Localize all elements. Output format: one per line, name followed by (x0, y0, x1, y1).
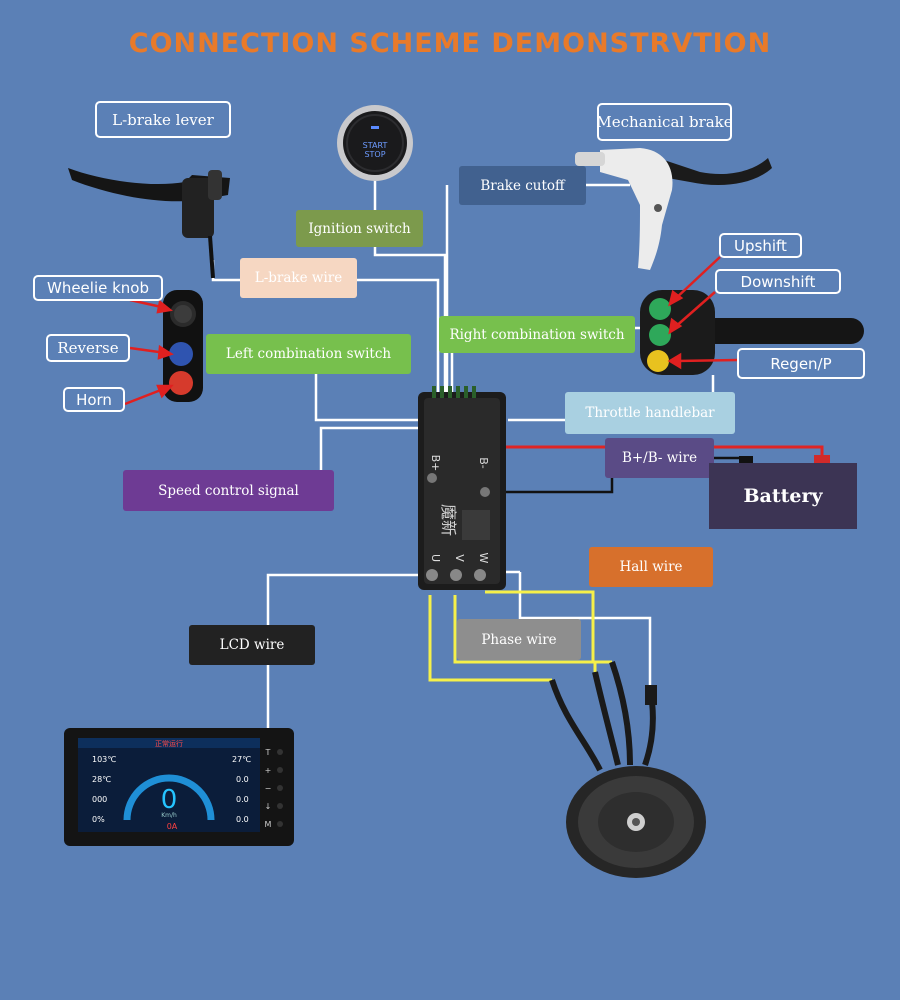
controller-brand: 魔新 (439, 504, 458, 536)
label-upshift: Upshift (719, 233, 802, 258)
lcd-right-value-1: 27℃ (232, 755, 251, 764)
right-switch-image (640, 290, 864, 375)
label-regen: Regen/P (737, 348, 865, 379)
label-bwire: B+/B- wire (605, 438, 714, 478)
controller-w-label: W (477, 553, 490, 564)
label-l-brake-lever: L-brake lever (95, 101, 231, 138)
lcd-button-plus: + (265, 766, 272, 775)
l-brake-lever-image (68, 168, 230, 279)
lcd-wire-line (266, 573, 430, 728)
controller-image: B+ B- U V W 魔新 (418, 386, 506, 590)
label-lcd-wire: LCD wire (189, 625, 315, 665)
lcd-button-down: ↓ (265, 802, 272, 811)
speed-control-wire (319, 426, 420, 470)
label-speed-control-signal: Speed control signal (123, 470, 334, 511)
lcd-header: 正常运行 (155, 739, 183, 748)
label-horn: Horn (63, 387, 125, 412)
label-wheelie-knob: Wheelie knob (33, 275, 163, 301)
label-throttle-handlebar: Throttle handlebar (565, 392, 735, 434)
pointer-arrows (124, 256, 739, 406)
lcd-right-value-2: 0.0 (236, 775, 249, 784)
lcd-button-m: M (265, 820, 272, 829)
left-switch-image (163, 290, 203, 402)
lcd-button-minus: − (265, 784, 272, 793)
hall-wire-line (518, 572, 652, 688)
start-stop-button-image: START STOP (337, 105, 413, 181)
diagram-title: CONNECTION SCHEME DEMONSTRVTION (128, 28, 772, 59)
start-text: START (363, 141, 388, 150)
lcd-right-value-4: 0.0 (236, 815, 249, 824)
controller-bminus-label: B- (477, 457, 490, 469)
lcd-left-value-4: 0% (92, 815, 105, 824)
lcd-speed-unit: Km/h (161, 812, 177, 819)
label-hall-wire: Hall wire (589, 547, 713, 587)
lcd-current: 0A (167, 822, 178, 831)
lcd-left-value-3: 000 (92, 795, 107, 804)
mechanical-brake-image (575, 148, 772, 270)
label-downshift: Downshift (715, 269, 841, 294)
phase-wires (428, 590, 612, 682)
label-right-combination-switch: Right combination switch (439, 316, 635, 353)
lcd-button-t: T (265, 748, 271, 757)
label-phase-wire: Phase wire (457, 619, 581, 660)
label-ignition-switch: Ignition switch (296, 210, 423, 247)
label-mechanical-brake: Mechanical brake (596, 103, 733, 141)
label-reverse: Reverse (46, 334, 130, 362)
hub-motor-image (549, 661, 706, 878)
lcd-speed: 0 (161, 785, 178, 815)
controller-bplus-label: B+ (429, 455, 442, 472)
label-brake-cutoff: Brake cutoff (459, 166, 586, 205)
battery-box: Battery (709, 463, 857, 529)
l-brake-wire-line (357, 278, 440, 400)
label-l-brake-wire: L-brake wire (240, 258, 357, 298)
lcd-display-image: 正常运行 0 Km/h 0A 103℃ 28℃ 000 0% 27℃ 0.0 0… (64, 728, 294, 846)
lcd-left-value-2: 28℃ (92, 775, 111, 784)
left-combination-wire (314, 373, 432, 422)
stop-text: STOP (364, 150, 385, 159)
lcd-right-value-3: 0.0 (236, 795, 249, 804)
label-left-combination-switch: Left combination switch (206, 334, 411, 374)
controller-v-label: V (453, 554, 466, 562)
lcd-left-value-1: 103℃ (92, 755, 116, 764)
controller-u-label: U (429, 554, 442, 562)
